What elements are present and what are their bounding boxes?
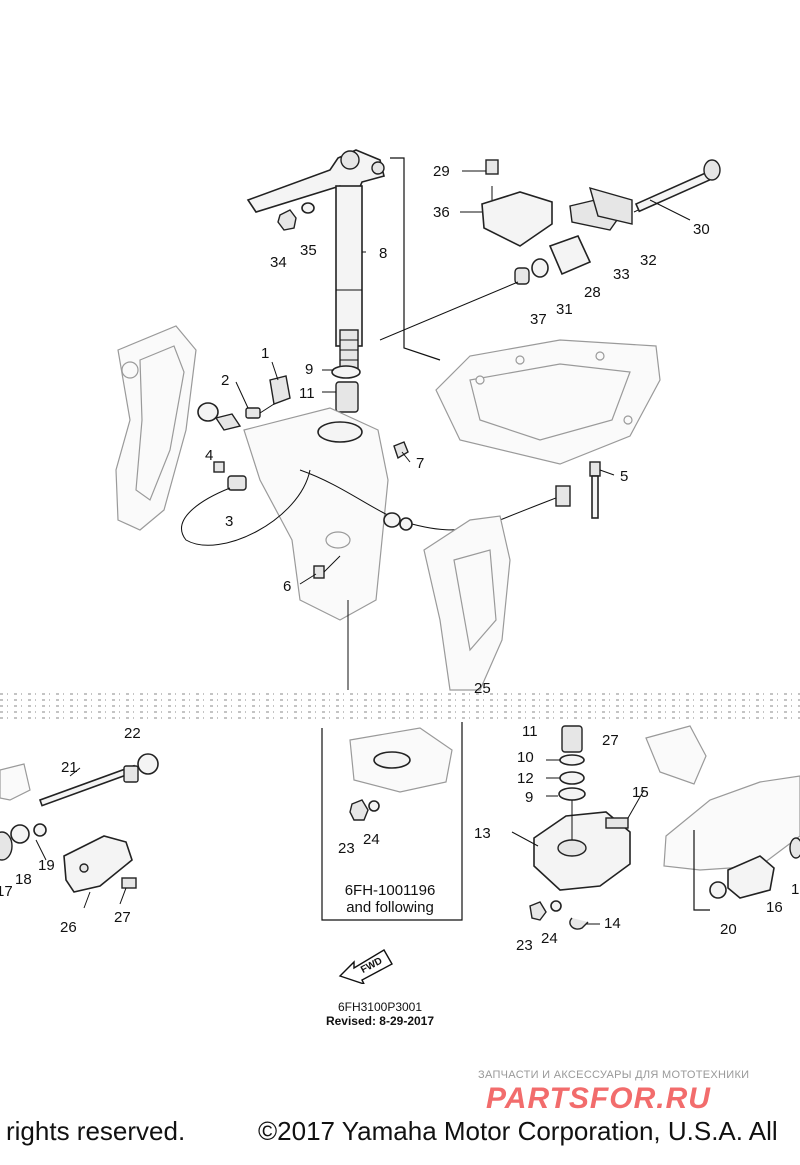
- callout-37: 37: [530, 311, 547, 328]
- tie-wrap-5: [589, 461, 601, 519]
- callout-5: 5: [620, 468, 628, 485]
- mount-bracket-variant: [349, 727, 453, 821]
- callout-25: 25: [474, 680, 491, 697]
- serial-frame: [321, 722, 463, 921]
- callout-1: 1: [261, 345, 269, 362]
- callout-35: 35: [300, 242, 317, 259]
- callout-26: 26: [60, 919, 77, 936]
- callout-24-bottom: 24: [541, 930, 558, 947]
- watermark-logo: PARTSFOR.RU: [486, 1082, 711, 1114]
- callout-labels: 1 2 3 4 5 6 7 8 9 11 29 36 30 32 33 28 3…: [0, 163, 799, 954]
- right-mount-group: [529, 725, 800, 930]
- callout-14: 14: [604, 915, 621, 932]
- callout-16: 16: [766, 899, 783, 916]
- callout-10: 10: [517, 749, 534, 766]
- callout-29: 29: [433, 163, 450, 180]
- callout-15: 15: [632, 784, 649, 801]
- nut-7: [393, 441, 409, 460]
- steering-arm-assembly: [246, 149, 385, 371]
- diagram-code-block: 6FH3100P3001 Revised: 8-29-2017: [290, 1000, 470, 1028]
- callout-12: 12: [517, 770, 534, 787]
- serial-note-line: 6FH-1001196: [344, 882, 436, 899]
- callout-7: 7: [416, 455, 424, 472]
- footer-rights: rights reserved.: [6, 1116, 186, 1146]
- diagram-code: 6FH3100P3001: [337, 1000, 423, 1014]
- callout-34: 34: [270, 254, 287, 271]
- callout-8: 8: [379, 245, 387, 262]
- callout-22: 22: [124, 725, 141, 742]
- fwd-arrow: FWD: [338, 944, 398, 986]
- footer-copyright: ©2017 Yamaha Motor Corporation, U.S.A. A…: [258, 1116, 778, 1146]
- serial-note-line: and following: [346, 899, 434, 916]
- bolt-6: [313, 555, 341, 579]
- callout-33: 33: [613, 266, 630, 283]
- callout-13: 13: [474, 825, 491, 842]
- clamp-bracket: [115, 325, 197, 531]
- callout-9-top: 9: [305, 361, 313, 378]
- callout-30: 30: [693, 221, 710, 238]
- callout-32: 32: [640, 252, 657, 269]
- revised-date: Revised: 8-29-2017: [325, 1014, 435, 1028]
- callout-2: 2: [221, 372, 229, 389]
- callout-19: 19: [38, 857, 55, 874]
- callout-21: 21: [61, 759, 78, 776]
- washer-35: [301, 202, 315, 214]
- callout-4: 4: [205, 447, 213, 464]
- callout-23-frame: 23: [338, 840, 355, 857]
- callout-3: 3: [225, 513, 233, 530]
- svg-text:PARTSFOR.RU: PARTSFOR.RU: [486, 1082, 711, 1114]
- callout-27-right: 27: [602, 732, 619, 749]
- wire-harness: [299, 469, 557, 531]
- callout-11-bottom: 11: [522, 723, 538, 740]
- callout-31: 31: [556, 301, 573, 318]
- upper-casing: [435, 339, 661, 465]
- nut-34: [277, 209, 297, 231]
- connector: [555, 485, 571, 507]
- callout-17-left: 17: [0, 883, 13, 900]
- callout-18: 18: [15, 871, 32, 888]
- callout-36: 36: [433, 204, 450, 221]
- part-1: [269, 375, 291, 405]
- bolt-4: [213, 461, 225, 473]
- callout-9-bottom: 9: [525, 789, 533, 806]
- bolt-2: [245, 403, 275, 419]
- left-mount-group: [0, 753, 159, 893]
- upper-mount-parts: [379, 159, 721, 341]
- callout-24-frame: 24: [363, 831, 380, 848]
- watermark-subtitle: ЗАПЧАСТИ И АКСЕССУАРЫ ДЛЯ МОТОТЕХНИКИ: [478, 1069, 750, 1081]
- lower-bracket: [423, 515, 511, 691]
- callout-27-left: 27: [114, 909, 131, 926]
- part-3: [227, 475, 247, 491]
- callout-23-bottom: 23: [516, 937, 533, 954]
- callout-6: 6: [283, 578, 291, 595]
- callout-1-right: 1: [791, 881, 799, 898]
- bushing-11-top: [335, 381, 359, 413]
- swivel-bracket: [243, 407, 389, 621]
- washer-9-top: [331, 365, 361, 379]
- fwd-arrow-icon: FWD: [338, 949, 393, 986]
- callout-11-top: 11: [299, 385, 315, 402]
- callout-28: 28: [584, 284, 601, 301]
- scan-noise-band: [0, 693, 800, 719]
- callout-20: 20: [720, 921, 737, 938]
